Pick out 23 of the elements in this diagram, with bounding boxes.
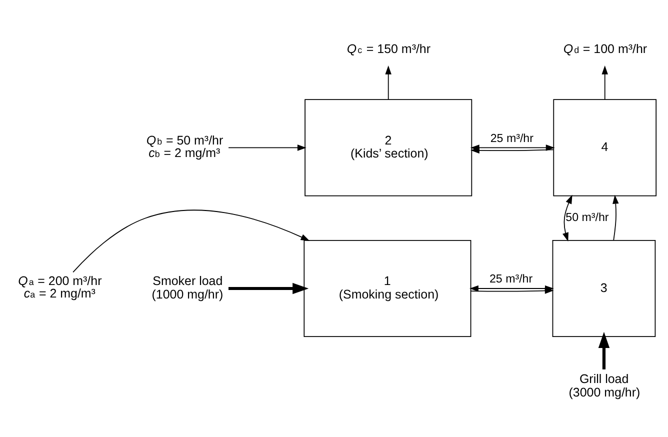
node-box: 3	[552, 239, 656, 337]
node-box: 4	[553, 98, 657, 196]
arrow	[72, 209, 310, 272]
arrow	[602, 64, 608, 100]
node-text: Qc = 150 m³/hr	[346, 42, 431, 56]
node-text: Qd = 100 m³/hr	[563, 42, 648, 56]
arrow	[562, 194, 572, 242]
arrow	[470, 287, 554, 294]
arrow	[228, 282, 309, 294]
arrow	[385, 64, 392, 100]
node-text: Qa = 200 m³/hr ca = 2 mg/m³	[18, 274, 102, 300]
node-text: Qb = 50 m³/hr cb = 2 mg/m³	[146, 132, 224, 160]
node-text: Grill load (3000 mg/hr)	[568, 372, 640, 399]
node-box: 2 (Kids’ section)	[304, 98, 472, 196]
node-box: 1 (Smoking section)	[304, 239, 472, 337]
edge-label: 25 m³/hr	[489, 273, 533, 286]
arrow	[612, 194, 619, 240]
edge-label: 50 m³/hr	[566, 212, 609, 224]
edge-label: 25 m³/hr	[490, 132, 534, 144]
arrow	[470, 146, 554, 154]
arrow	[598, 331, 610, 369]
arrow	[228, 144, 306, 150]
node-text: Smoker load (1000 mg/hr)	[152, 274, 224, 301]
